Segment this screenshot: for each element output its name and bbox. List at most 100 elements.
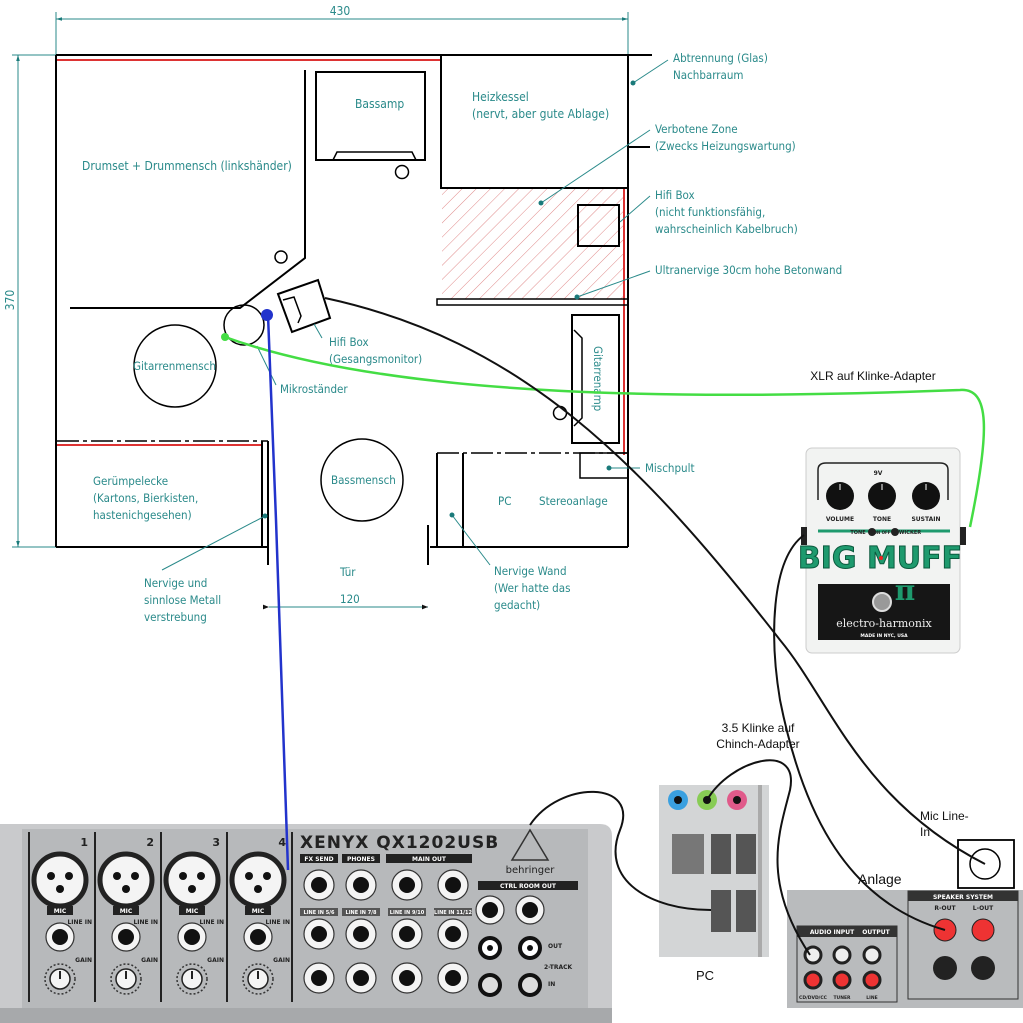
xlr-input[interactable] — [163, 851, 221, 909]
dimension-width: 430 — [55, 4, 629, 80]
svg-text:WICKER: WICKER — [899, 530, 921, 536]
pc-audio-cable — [706, 759, 811, 956]
volume-knob[interactable] — [826, 482, 854, 510]
dimension-width-label: 430 — [330, 4, 351, 18]
svg-text:L-OUT: L-OUT — [973, 905, 994, 912]
svg-text:Hifi Box: Hifi Box — [655, 188, 695, 202]
pedal-to-amp-cable — [773, 534, 946, 931]
concrete-wall — [436, 298, 629, 306]
hifi-box-broken — [577, 204, 620, 247]
svg-text:9V: 9V — [874, 470, 883, 477]
line-input-label: LINE IN 7/8 — [346, 910, 377, 916]
svg-text:(nicht funktionsfähig,: (nicht funktionsfähig, — [655, 205, 765, 219]
mic-label: MIC — [54, 908, 67, 915]
svg-text:Nervige Wand: Nervige Wand — [494, 564, 567, 578]
annotation-hifi-box-broken: Hifi Box (nicht funktionsfähig, wahrsche… — [619, 188, 798, 236]
label-mikrostaender: Mikroständer — [280, 382, 348, 396]
rca-red[interactable] — [832, 970, 852, 990]
label-pc-area: PC — [498, 494, 511, 508]
sustain-knob[interactable] — [912, 482, 940, 510]
svg-text:OUT: OUT — [548, 943, 563, 950]
svg-text:(Kartons, Bierkisten,: (Kartons, Bierkisten, — [93, 491, 198, 505]
pc-usb-port[interactable] — [736, 890, 756, 932]
rca-input-label: LINE — [866, 995, 877, 1001]
speaker-l-minus[interactable] — [971, 956, 995, 980]
svg-text:Gitarrenamp: Gitarrenamp — [591, 346, 605, 411]
two-track-in-rca[interactable] — [518, 973, 542, 997]
pc-ethernet-port[interactable] — [672, 834, 704, 874]
xlr-input[interactable] — [97, 851, 155, 909]
rca-input-label: CD/DVD/CC — [799, 995, 828, 1001]
svg-text:FX SEND: FX SEND — [304, 856, 333, 863]
gain-label: GAIN — [273, 957, 290, 964]
label-bassamp: Bassamp — [355, 97, 404, 111]
pedal-input-jack[interactable] — [960, 527, 966, 545]
gain-label: GAIN — [75, 957, 92, 964]
mic-cable — [266, 314, 290, 871]
dimension-door-label: 120 — [340, 592, 360, 606]
pc-usb-port[interactable] — [736, 834, 756, 874]
heizkessel: Heizkessel (nervt, aber gute Ablage) — [440, 55, 628, 189]
rca-white[interactable] — [862, 945, 882, 965]
speaker-r-minus[interactable] — [933, 956, 957, 980]
mic-label: MIC — [252, 908, 265, 915]
svg-text:SUSTAIN: SUSTAIN — [911, 516, 940, 523]
dimension-height: 370 — [3, 54, 56, 548]
svg-text:OUTPUT: OUTPUT — [862, 929, 890, 936]
anlage-label: Anlage — [858, 871, 902, 887]
line-in-label: LINE IN — [265, 919, 290, 926]
svg-text:(Gesangsmonitor): (Gesangsmonitor) — [329, 352, 422, 366]
guitar-amp: Gitarrenamp — [552, 314, 620, 444]
speaker-l-plus[interactable] — [971, 918, 995, 942]
klinke-adapter-label-2: Chinch-Adapter — [716, 737, 799, 751]
label-drumset: Drumset + Drummensch (linkshänder) — [82, 159, 292, 173]
svg-text:electro-harmonix: electro-harmonix — [836, 617, 932, 630]
rca-red[interactable] — [803, 970, 823, 990]
pc-usb-port[interactable] — [711, 890, 731, 932]
channel-number: 1 — [80, 836, 88, 849]
two-track-in-rca[interactable] — [478, 973, 502, 997]
svg-text:2-TRACK: 2-TRACK — [544, 964, 573, 971]
line-in-label: LINE IN — [133, 919, 158, 926]
wicker-switch[interactable] — [891, 528, 899, 536]
svg-text:Abtrennung (Glas): Abtrennung (Glas) — [673, 51, 768, 65]
rca-white[interactable] — [832, 945, 852, 965]
svg-text:Nervige und: Nervige und — [144, 576, 207, 590]
bass-player — [320, 438, 404, 522]
rca-red[interactable] — [862, 970, 882, 990]
pc-usb-port[interactable] — [711, 834, 731, 874]
xlr-input[interactable] — [229, 851, 287, 909]
mixer-brand: behringer — [506, 865, 556, 876]
channel-number: 4 — [278, 836, 286, 849]
drum-area-partition — [70, 70, 306, 309]
footswitch[interactable] — [872, 592, 892, 612]
junk-corner: Gerümpelecke (Kartons, Bierkisten, haste… — [57, 440, 269, 565]
mic-line-in-box: Mic Line- In — [920, 809, 1015, 889]
svg-text:IN: IN — [548, 981, 555, 988]
svg-text:Mic Line-: Mic Line- — [920, 809, 969, 823]
rca-white[interactable] — [803, 945, 823, 965]
xlr-input[interactable] — [31, 851, 89, 909]
tone-knob[interactable] — [868, 482, 896, 510]
svg-text:(Zwecks Heizungswartung): (Zwecks Heizungswartung) — [655, 139, 796, 153]
label-heizkessel-2: (nervt, aber gute Ablage) — [472, 107, 609, 121]
annotation-verbotene-zone: Verbotene Zone (Zwecks Heizungswartung) — [538, 122, 796, 206]
svg-text:(Wer hatte das: (Wer hatte das — [494, 581, 570, 595]
line-input-label: LINE IN 5/6 — [304, 910, 335, 916]
svg-text:PHONES: PHONES — [347, 856, 375, 863]
monitor-cable — [324, 297, 986, 865]
pc-back-panel: PC — [659, 785, 769, 983]
svg-text:hastenichgesehen): hastenichgesehen) — [93, 508, 192, 522]
tone-switch[interactable] — [868, 528, 876, 536]
label-bassmensch: Bassmensch — [331, 473, 396, 487]
svg-text:Hifi Box: Hifi Box — [329, 335, 369, 349]
usb-cable — [529, 790, 712, 911]
forbidden-zone — [442, 189, 623, 299]
klinke-adapter-label-1: 3.5 Klinke auf — [722, 721, 795, 735]
svg-text:Ultranervige 30cm hohe Betonwa: Ultranervige 30cm hohe Betonwand — [655, 263, 842, 277]
